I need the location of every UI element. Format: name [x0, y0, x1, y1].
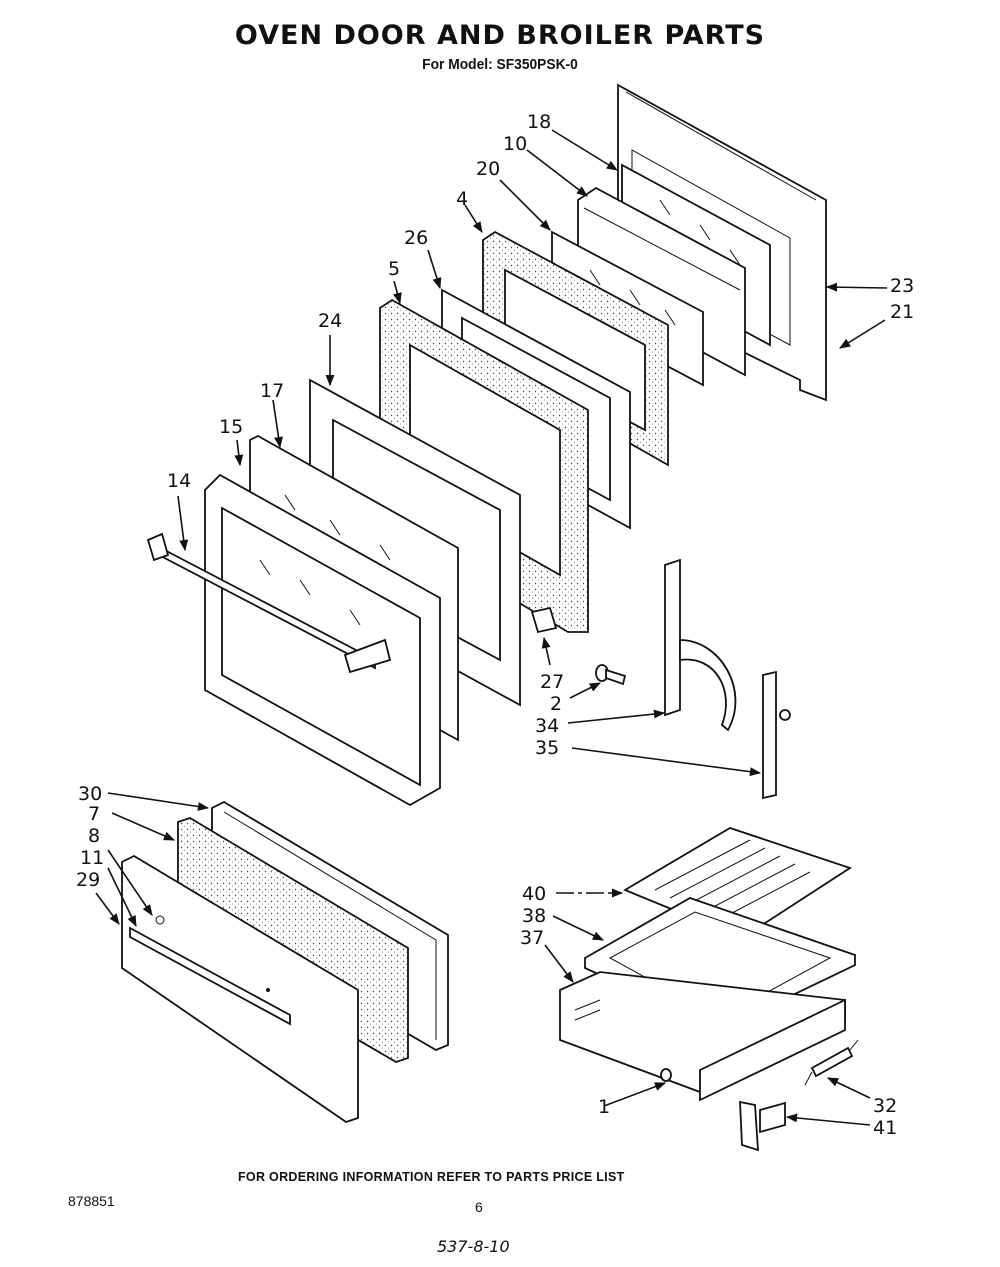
callout-2: 2	[550, 693, 562, 715]
callout-18: 18	[527, 111, 551, 133]
callout-30: 30	[78, 783, 102, 805]
callout-17: 17	[260, 380, 284, 402]
callout-11: 11	[80, 847, 104, 869]
callout-4: 4	[456, 188, 468, 210]
leader-lines	[95, 129, 888, 1126]
model-subtitle: For Model: SF350PSK-0	[422, 56, 578, 73]
part-drawer-front-panel	[121, 854, 359, 1123]
handwritten-note: 537-8-10	[437, 1237, 510, 1256]
callout-40: 40	[522, 883, 546, 905]
ordering-info-note: FOR ORDERING INFORMATION REFER TO PARTS …	[238, 1170, 625, 1184]
part-broiler-drawer	[559, 971, 846, 1102]
callout-26: 26	[404, 227, 428, 249]
part-drawer-bracket	[739, 1100, 786, 1152]
callout-32: 32	[873, 1095, 897, 1117]
callout-20: 20	[476, 158, 500, 180]
callout-1: 1	[598, 1096, 610, 1118]
part-hinge-receiver	[762, 670, 791, 800]
callout-15: 15	[219, 416, 243, 438]
callout-37: 37	[520, 927, 544, 949]
document-number: 878851	[68, 1193, 115, 1209]
part-hinge	[664, 558, 737, 732]
part-roller	[660, 1068, 672, 1082]
callout-35: 35	[535, 737, 559, 759]
callout-29: 29	[76, 869, 100, 891]
callout-34: 34	[535, 715, 559, 737]
page-number: 6	[475, 1199, 483, 1215]
callout-41: 41	[873, 1117, 897, 1139]
page-title: OVEN DOOR AND BROILER PARTS	[234, 20, 766, 51]
callout-23: 23	[890, 275, 914, 297]
part-spring	[804, 1039, 859, 1086]
callout-8: 8	[88, 825, 100, 847]
callout-14: 14	[167, 470, 191, 492]
callout-5: 5	[388, 258, 400, 280]
callout-21: 21	[890, 301, 914, 323]
part-hinge-receptacle	[530, 606, 558, 634]
callout-10: 10	[503, 133, 527, 155]
callout-24: 24	[318, 310, 342, 332]
part-door-handle	[146, 532, 392, 674]
callout-7: 7	[88, 803, 100, 825]
part-screw	[595, 664, 627, 686]
callout-27: 27	[540, 671, 564, 693]
callout-38: 38	[522, 905, 546, 927]
